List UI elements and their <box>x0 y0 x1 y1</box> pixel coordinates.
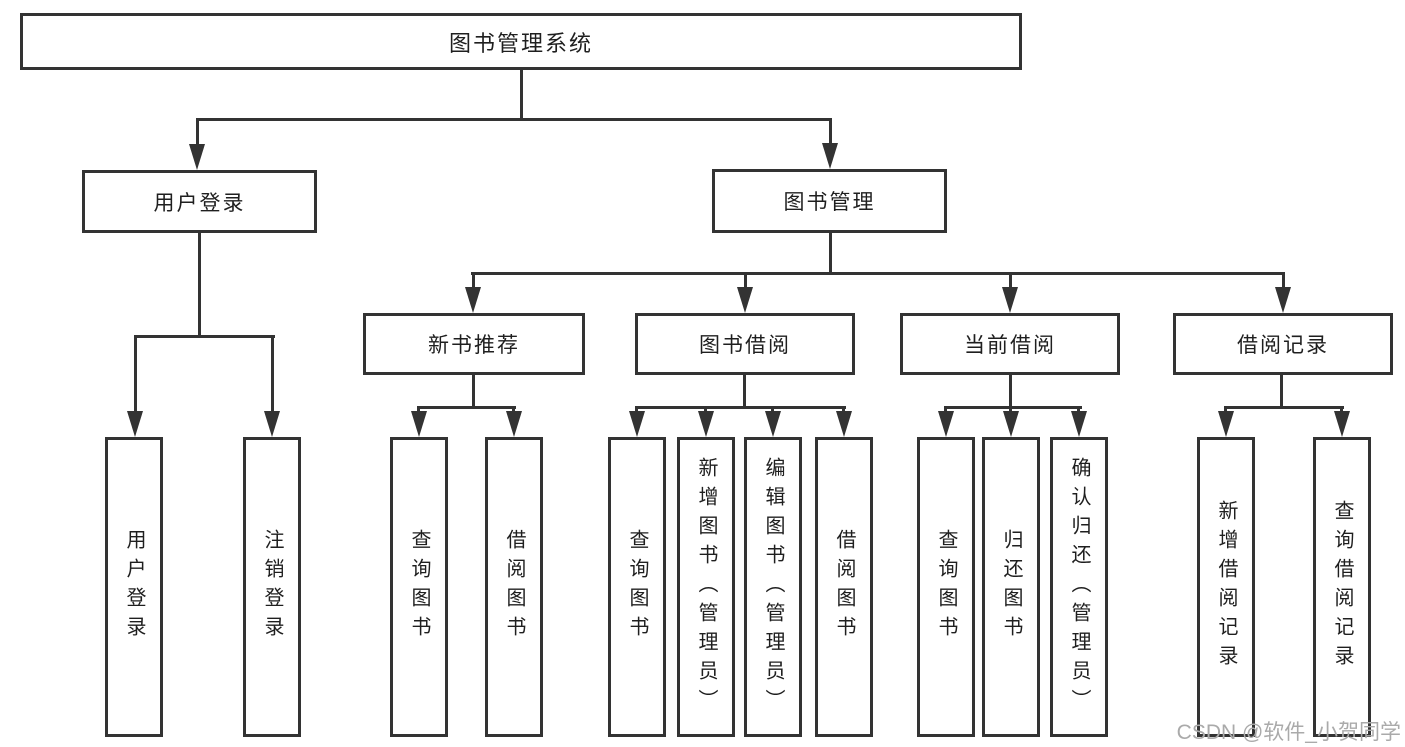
connector-leaf-user-login-drop <box>134 335 137 413</box>
arrow-to-leaf-query-books-3 <box>938 411 954 437</box>
arrow-to-leaf-edit-books-admin <box>765 411 781 437</box>
arrow-to-leaf-borrow-books-2 <box>836 411 852 437</box>
connector-leaf-drop <box>771 406 774 413</box>
connector-book-borrowing-bar <box>636 406 846 409</box>
connector-leaf-drop <box>1340 406 1343 413</box>
arrow-to-borrowing-records <box>1275 287 1291 313</box>
connector-root-stem <box>520 70 523 121</box>
connector-user-login-drop <box>196 118 199 146</box>
connector-leaf-drop <box>1009 406 1012 413</box>
connector-leaf-drop <box>512 406 515 413</box>
connector-leaf-drop <box>417 406 420 413</box>
leaf-query-books-2: 查询图书 <box>608 437 666 737</box>
connector-leaf-logout-drop <box>271 335 274 413</box>
node-library-management-system: 图书管理系统 <box>20 13 1022 70</box>
leaf-add-borrow-record: 新增借阅记录 <box>1197 437 1255 737</box>
connector-new-books-drop <box>472 272 475 289</box>
arrow-to-current-borrowing <box>1002 287 1018 313</box>
arrow-to-new-book-recommendation <box>465 287 481 313</box>
connector-user-login-bar <box>134 335 275 338</box>
arrow-to-leaf-logout <box>264 411 280 437</box>
connector-borrowing-records-stem <box>1280 375 1283 409</box>
leaf-return-books: 归还图书 <box>982 437 1040 737</box>
leaf-logout: 注销登录 <box>243 437 301 737</box>
connector-borrowing-records-bar <box>1225 406 1344 409</box>
arrow-to-user-login <box>189 144 205 170</box>
connector-user-login-stem <box>198 233 201 338</box>
arrow-to-leaf-borrow-books-1 <box>506 411 522 437</box>
connector-leaf-drop <box>635 406 638 413</box>
arrow-to-leaf-add-books-admin <box>698 411 714 437</box>
connector-book-mgmt-bar <box>471 272 1285 275</box>
connector-current-borrowing-stem <box>1009 375 1012 409</box>
arrow-to-leaf-user-login <box>127 411 143 437</box>
node-user-login: 用户登录 <box>82 170 317 233</box>
leaf-add-books-admin: 新增图书（管理员） <box>677 437 735 737</box>
arrow-to-leaf-add-borrow-record <box>1218 411 1234 437</box>
node-book-borrowing: 图书借阅 <box>635 313 855 375</box>
connector-book-borrowing-drop <box>744 272 747 289</box>
node-book-management: 图书管理 <box>712 169 947 233</box>
connector-book-mgmt-drop <box>829 118 832 146</box>
leaf-borrow-books-2: 借阅图书 <box>815 437 873 737</box>
leaf-borrow-books-1: 借阅图书 <box>485 437 543 737</box>
connector-leaf-drop <box>944 406 947 413</box>
connector-leaf-drop <box>842 406 845 413</box>
connector-borrowing-records-drop <box>1282 272 1285 289</box>
leaf-query-books-3: 查询图书 <box>917 437 975 737</box>
node-new-book-recommendation: 新书推荐 <box>363 313 585 375</box>
leaf-query-borrow-record: 查询借阅记录 <box>1313 437 1371 737</box>
connector-leaf-drop <box>1077 406 1080 413</box>
connector-new-books-stem <box>472 375 475 409</box>
connector-book-borrowing-stem <box>743 375 746 409</box>
connector-current-borrowing-drop <box>1009 272 1012 289</box>
connector-book-mgmt-stem <box>829 233 832 275</box>
connector-new-books-bar <box>418 406 516 409</box>
connector-root-bar <box>196 118 832 121</box>
arrow-to-leaf-query-books-1 <box>411 411 427 437</box>
arrow-to-leaf-return-books <box>1003 411 1019 437</box>
connector-leaf-drop <box>1224 406 1227 413</box>
arrow-to-book-borrowing <box>737 287 753 313</box>
arrow-to-leaf-confirm-return-admin <box>1071 411 1087 437</box>
leaf-query-books-1: 查询图书 <box>390 437 448 737</box>
node-current-borrowing: 当前借阅 <box>900 313 1120 375</box>
arrow-to-leaf-query-borrow-record <box>1334 411 1350 437</box>
node-borrowing-records: 借阅记录 <box>1173 313 1393 375</box>
arrow-to-book-management <box>822 143 838 169</box>
leaf-confirm-return-admin: 确认归还（管理员） <box>1050 437 1108 737</box>
watermark-csdn: CSDN @软件_小贺同学 <box>1176 721 1401 744</box>
leaf-user-login: 用户登录 <box>105 437 163 737</box>
connector-current-borrowing-bar <box>945 406 1082 409</box>
leaf-edit-books-admin: 编辑图书（管理员） <box>744 437 802 737</box>
arrow-to-leaf-query-books-2 <box>629 411 645 437</box>
connector-leaf-drop <box>704 406 707 413</box>
